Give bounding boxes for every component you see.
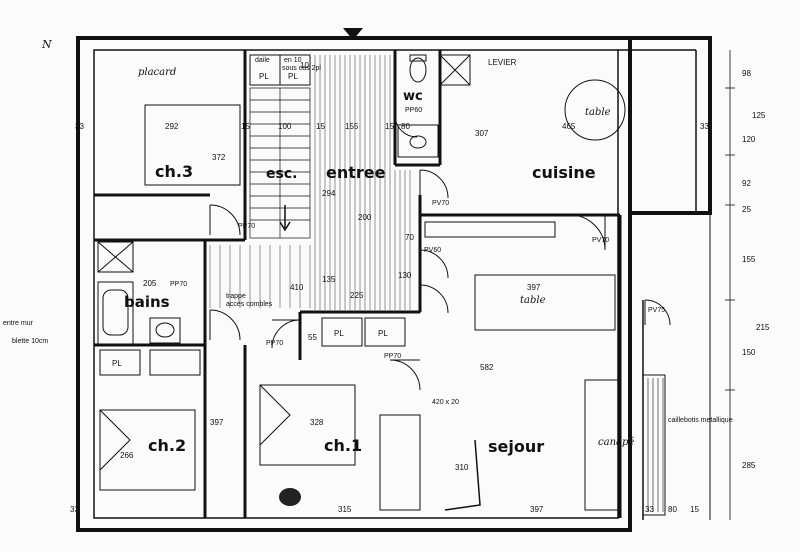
room-labels: ch.3 esc. entree cuisine wc bains ch.2 c… (124, 89, 596, 456)
label-pv75: PV75 (648, 307, 665, 314)
bathroom-fixtures (97, 241, 181, 345)
label-pv70-b: PV70 (592, 237, 609, 244)
dim-55: 55 (308, 333, 317, 342)
label-pv60: PV60 (424, 247, 441, 254)
label-pl-3: PL (334, 329, 344, 338)
dim-397b: 397 (210, 418, 224, 427)
dim-33a: 33 (75, 122, 84, 131)
label-d420x20: 420 x 20 (432, 399, 459, 406)
dim-155: 155 (345, 122, 359, 131)
room-entree: entree (326, 163, 386, 182)
kitchen-fixtures (424, 79, 626, 238)
label-acces-combles: accès combles (226, 301, 273, 308)
dim-285: 285 (742, 461, 756, 470)
dim-80b: 80 (668, 505, 677, 514)
dim-33b: 33 (700, 122, 709, 131)
label-north: N (41, 38, 52, 51)
dim-200: 200 (358, 213, 372, 222)
label-table-cuisine: table (585, 107, 611, 118)
dim-397c: 397 (530, 505, 544, 514)
room-ch1: ch.1 (324, 436, 362, 455)
label-pl-1: PL (259, 72, 269, 81)
dim-92: 92 (742, 179, 751, 188)
label-sous-cas: sous cas 2pl (282, 65, 321, 72)
label-pp60: PP60 (405, 107, 422, 114)
label-pv70-a: PV70 (432, 200, 449, 207)
dim-33c: 33 (70, 505, 79, 514)
entrance-hatching (209, 55, 411, 310)
bedroom-furniture (99, 104, 421, 511)
cheminee-godin-icon (279, 488, 301, 506)
dim-155b: 155 (742, 255, 756, 264)
room-wc: wc (403, 89, 423, 104)
room-esc: esc. (266, 166, 297, 182)
interior-walls (94, 50, 622, 518)
dim-98: 98 (742, 69, 751, 78)
dim-582: 582 (480, 363, 494, 372)
dim-310: 310 (455, 463, 469, 472)
dim-15b: 15 (316, 122, 325, 131)
dim-150: 150 (742, 348, 756, 357)
label-pp70-c: PP70 (266, 340, 283, 347)
label-canape: canapé (598, 437, 634, 448)
label-pp70-b: PP70 (170, 281, 187, 288)
wc-fixtures (397, 54, 471, 158)
staircase (249, 87, 311, 239)
label-cloison: blette 10cm (12, 338, 48, 345)
dim-15d: 15 (690, 505, 699, 514)
label-pl-4: PL (378, 329, 388, 338)
room-cuisine: cuisine (532, 163, 596, 182)
living-furniture (444, 274, 621, 511)
dim-100: 100 (278, 122, 292, 131)
dim-266: 266 (120, 451, 134, 460)
dim-25: 25 (742, 205, 751, 214)
label-entre-mur: entre mur (3, 320, 34, 327)
dimension-labels: 33 292 15 100 15 155 15 80 307 465 33 37… (70, 61, 770, 514)
dim-33d: 33 (645, 505, 654, 514)
closets (99, 54, 406, 376)
room-sejour: sejour (488, 437, 544, 456)
label-pp70-d: PP70 (384, 353, 401, 360)
dim-135: 135 (322, 275, 336, 284)
dim-80a: 80 (401, 122, 410, 131)
dim-215: 215 (756, 323, 770, 332)
dim-294: 294 (322, 189, 336, 198)
right-dimension-line (725, 50, 735, 520)
label-pl-2: PL (288, 72, 298, 81)
dim-120: 120 (742, 135, 756, 144)
dim-292: 292 (165, 122, 179, 131)
dim-70: 70 (405, 233, 414, 242)
dim-465: 465 (562, 122, 576, 131)
room-ch2: ch.2 (148, 436, 186, 455)
label-caillebotis: caillebotis metallique (668, 417, 733, 424)
annotations: N placard daile en 10 sous cas 2pl PL PL… (3, 38, 733, 448)
terrace-area (630, 212, 711, 520)
label-en10: en 10 (284, 57, 302, 64)
label-pp70-a: PP70 (238, 223, 255, 230)
dim-307: 307 (475, 129, 489, 138)
entrance-arrow-icon (343, 28, 363, 40)
label-placard: placard (138, 67, 176, 78)
room-ch3: ch.3 (155, 162, 193, 181)
dim-130: 130 (398, 271, 412, 280)
dim-397a: 397 (527, 283, 541, 292)
label-pl-5: PL (112, 359, 122, 368)
dim-15a: 15 (241, 122, 250, 131)
dim-225: 225 (350, 291, 364, 300)
room-bains: bains (124, 293, 170, 311)
dim-315: 315 (338, 505, 352, 514)
dim-410: 410 (290, 283, 304, 292)
label-table-sejour: table (520, 295, 546, 306)
dim-10: 10 (300, 61, 309, 70)
dim-372: 372 (212, 153, 226, 162)
dim-205: 205 (143, 279, 157, 288)
label-levier: LEVIER (488, 58, 517, 67)
dim-328: 328 (310, 418, 324, 427)
label-daile: daile (255, 57, 270, 64)
label-trappe: trappe (226, 293, 246, 300)
dim-125: 125 (752, 111, 766, 120)
dim-15c: 15 (385, 122, 394, 131)
